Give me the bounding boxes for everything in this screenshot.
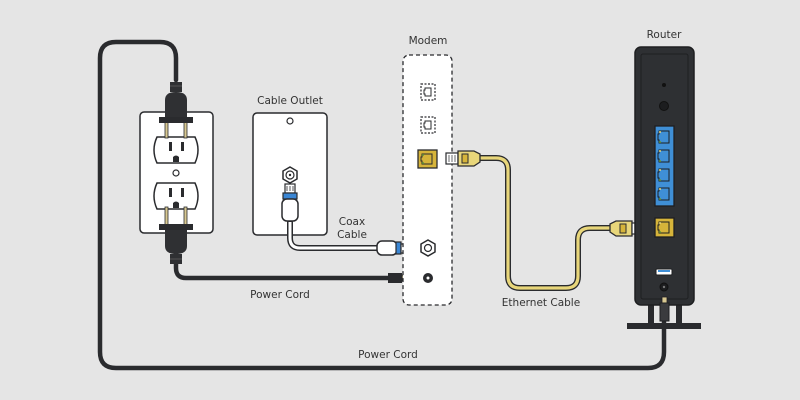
- plate-screw: [172, 169, 180, 177]
- lan-led-icon: [659, 188, 661, 190]
- ethernet-connector-modem: [445, 150, 481, 167]
- label-power-cord-router: Power Cord: [358, 349, 418, 361]
- label-coax-line2: Cable: [337, 229, 367, 241]
- router-usb-port: [655, 268, 673, 276]
- ethernet-cable: [475, 155, 615, 291]
- router-lan-port: [657, 168, 670, 182]
- router-wan-port: [654, 217, 675, 238]
- modem-coax-port: [420, 239, 436, 257]
- coax-wall-connector: [282, 166, 298, 184]
- modem-power-port: [423, 273, 433, 283]
- wall-power-outlet: [139, 82, 214, 264]
- outlet-screw: [286, 117, 294, 125]
- label-cable-outlet: Cable Outlet: [257, 95, 323, 107]
- router: [627, 46, 701, 329]
- lan-led-icon: [659, 198, 661, 200]
- cable-outlet: [252, 112, 328, 236]
- label-ethernet-cable: Ethernet Cable: [502, 297, 580, 309]
- receptacle-top: [153, 136, 199, 164]
- router-power-cord: [97, 39, 667, 371]
- modem-power-cord: [173, 247, 395, 281]
- lan-led-icon: [659, 179, 661, 181]
- lan-led-icon: [659, 160, 661, 162]
- router-power-port: [659, 282, 669, 292]
- label-coax-line1: Coax: [339, 216, 365, 228]
- modem: [402, 54, 453, 306]
- router-lan-port: [657, 149, 670, 163]
- lan-port-glyphs: [657, 130, 670, 201]
- modem-ethernet-port: [417, 149, 438, 169]
- lan-led-icon: [659, 169, 661, 171]
- lan-led-icon: [659, 131, 661, 133]
- modem-ethernet-port-unused-2: [420, 116, 436, 134]
- router-lan-port: [657, 130, 670, 144]
- router-lan-port: [657, 187, 670, 201]
- router-stand: [627, 323, 701, 329]
- coax-connector-wall: [281, 183, 299, 222]
- router-lan-ports: [654, 125, 675, 207]
- power-plug-bottom: [159, 206, 193, 264]
- lan-led-icon: [659, 141, 661, 143]
- router-reset-pinhole: [662, 83, 666, 87]
- label-router: Router: [647, 29, 682, 41]
- power-plug-top: [159, 82, 193, 139]
- label-modem: Modem: [409, 35, 448, 47]
- router-button: [659, 101, 669, 111]
- receptacle-bottom: [153, 182, 199, 210]
- lan-led-icon: [659, 150, 661, 152]
- label-power-cord-modem: Power Cord: [250, 289, 310, 301]
- modem-ethernet-port-unused-1: [420, 83, 436, 101]
- router-power-plug: [659, 296, 670, 322]
